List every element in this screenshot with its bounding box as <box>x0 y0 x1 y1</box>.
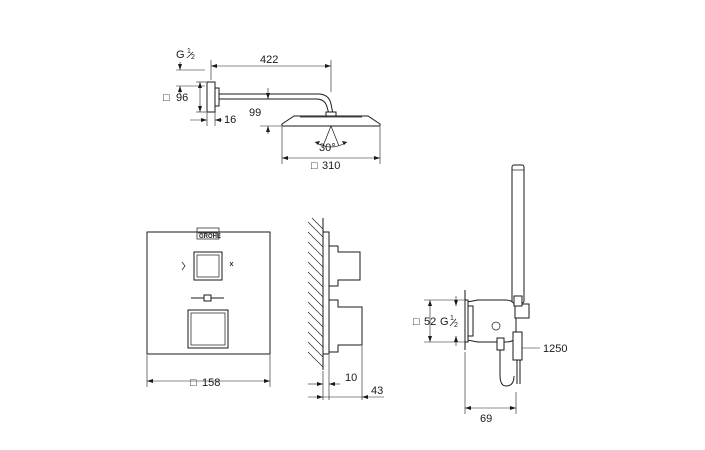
wall-flange <box>206 81 216 113</box>
cover-plate <box>146 231 271 355</box>
thread-g-label: G <box>176 49 185 61</box>
shower-arm <box>219 93 334 115</box>
overhead-shower-drawing <box>176 60 381 164</box>
thread-den: 2 <box>191 54 195 61</box>
head-size-label: 310 <box>322 160 340 172</box>
thermostat-knob <box>187 309 229 349</box>
projection-small-label: 10 <box>345 372 357 384</box>
projection-large-label: 43 <box>371 385 383 397</box>
thread-num: 1 <box>187 48 191 55</box>
depth-label: 69 <box>480 413 492 425</box>
brand-logo: GROHE <box>199 234 221 240</box>
flange-depth-label: 16 <box>224 114 236 126</box>
head-square-symbol: □ <box>311 160 318 172</box>
hand-shower-handle <box>511 164 525 304</box>
wall-hatching <box>307 217 324 368</box>
diverter-knob <box>193 251 223 281</box>
flange-square-symbol: □ <box>163 92 170 104</box>
drop-label: 99 <box>249 107 261 119</box>
plate-square-symbol: □ <box>190 377 197 389</box>
side-diverter-knob <box>328 245 361 287</box>
hose-length-label: 1250 <box>543 343 567 355</box>
arm-length-label: 422 <box>260 54 278 66</box>
spray-angle-label: 30° <box>319 142 336 154</box>
shower-head <box>281 115 381 127</box>
wall-outlet <box>466 299 517 343</box>
plate-size-label: 158 <box>202 377 220 389</box>
outlet-size-label: 52 <box>424 316 436 328</box>
side-thermostat-knob <box>328 299 363 353</box>
thermostat-front-view <box>146 227 271 387</box>
flange-size-label: 96 <box>176 92 188 104</box>
shower-icon <box>181 261 186 271</box>
hand-shower-drawing <box>424 164 540 414</box>
outlet-thread-num: 1 <box>450 315 454 322</box>
outlet-thread-g: G <box>440 316 449 328</box>
outlet-thread-den: 2 <box>454 322 458 329</box>
handshower-icon <box>229 261 234 267</box>
thermostat-side-view <box>307 217 384 400</box>
outlet-square-symbol: □ <box>413 316 420 328</box>
